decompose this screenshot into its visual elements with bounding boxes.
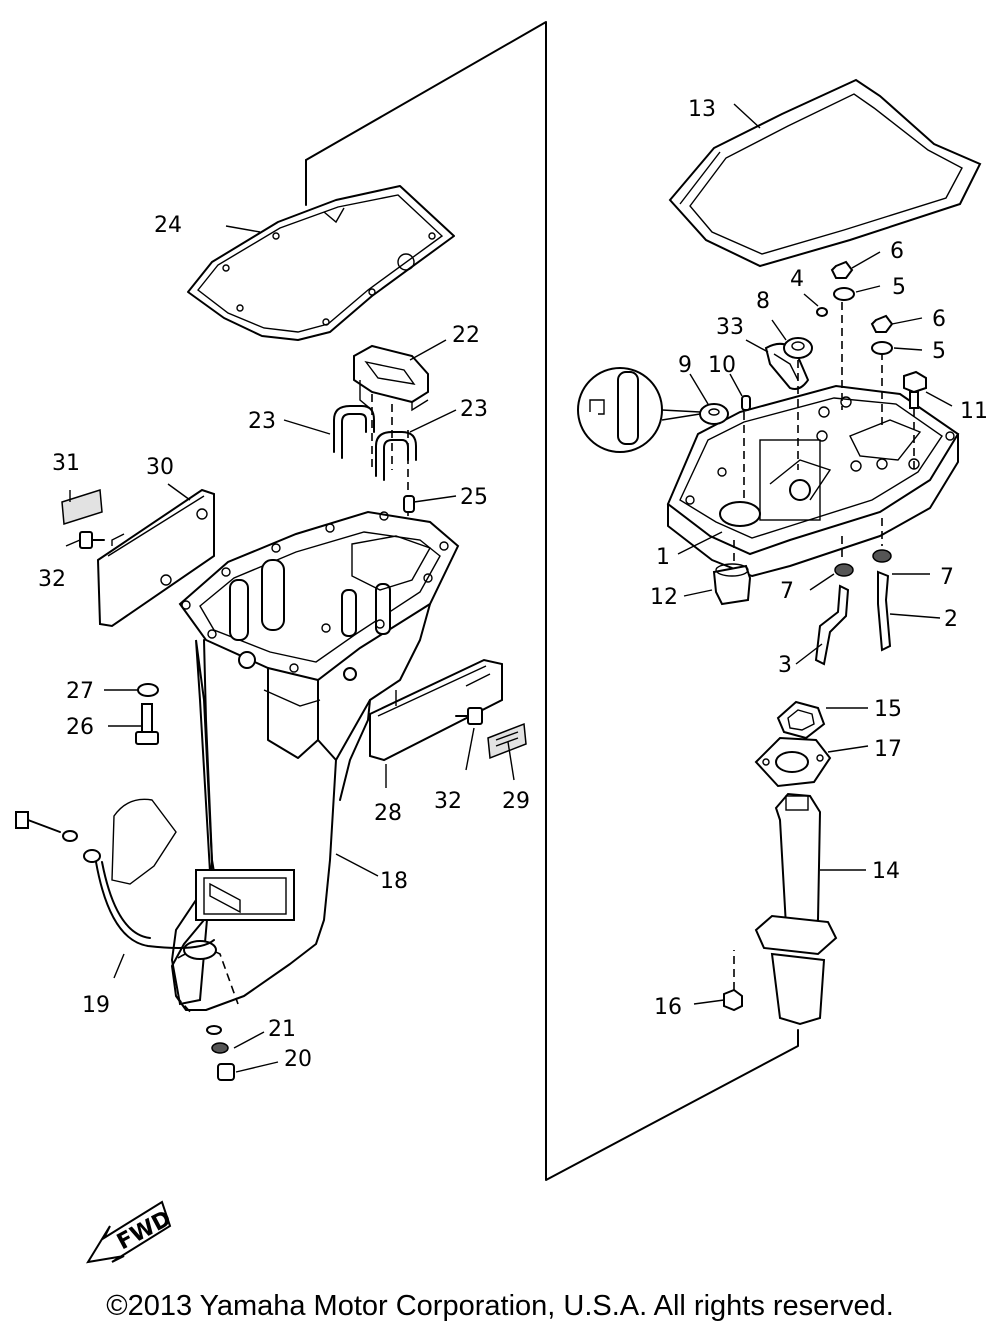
part-32-screw-right [455,707,483,725]
part-7-grommet-a [834,563,854,577]
part-17-gasket [754,736,832,788]
callout-32a: 32 [38,567,66,592]
part-5-washer-a [833,287,855,301]
part-32-screw-left [79,531,105,549]
callout-21: 21 [268,1017,296,1042]
callout-26: 26 [66,715,94,740]
callout-25: 25 [460,485,488,510]
callout-31: 31 [52,451,80,476]
callout-20: 20 [284,1047,312,1072]
callout-13: 13 [688,97,716,122]
fwd-arrow-icon: FWD [86,1200,176,1264]
part-7-grommet-b [872,549,892,563]
part-27-washer [137,683,159,697]
callout-4: 4 [790,267,804,292]
callout-33: 33 [716,315,744,340]
part-8-plug [783,337,813,359]
part-10-pin [741,395,751,411]
inset-detail [577,367,701,453]
callout-30: 30 [146,455,174,480]
callout-19: 19 [82,993,110,1018]
callout-23b: 23 [460,397,488,422]
callout-17: 17 [874,737,902,762]
callout-labels: 24 22 23 23 25 31 30 32 27 26 28 32 29 1… [38,97,988,1072]
part-26-bolt [135,703,159,745]
part-3-link [814,584,850,666]
callout-15: 15 [874,697,902,722]
part-11-bolt [903,370,927,409]
callout-28: 28 [374,801,402,826]
callout-23a: 23 [248,409,276,434]
part-28-cover [369,658,503,762]
part-31-decal [61,489,103,525]
part-23-clips [333,405,417,481]
callout-11: 11 [960,399,988,424]
callout-3: 3 [778,653,792,678]
part-18-upper-casing [170,510,460,1015]
part-4-ball [816,307,828,317]
part-1-bottom-cowling [666,384,960,577]
callout-14: 14 [872,859,900,884]
part-22-bracket [353,344,429,412]
callout-1: 1 [656,545,670,570]
part-30-cover [96,488,215,628]
part-2-link [877,570,892,652]
callout-8: 8 [756,289,770,314]
part-19-lead [15,798,215,949]
callout-12: 12 [650,585,678,610]
part-16-bolt [723,950,743,1012]
part-21-washer [206,1025,229,1054]
leader-lines [65,103,953,1073]
callout-7b: 7 [940,565,954,590]
callout-29: 29 [502,789,530,814]
callout-6a: 6 [890,239,904,264]
callout-9: 9 [678,353,692,378]
divider-line [305,21,799,1181]
part-12-grommet [712,563,752,606]
callout-2: 2 [944,607,958,632]
callout-6b: 6 [932,307,946,332]
callout-5b: 5 [932,339,946,364]
part-9-seal [699,403,729,425]
guide-right [733,302,915,564]
callout-7a: 7 [780,579,794,604]
callout-5a: 5 [892,275,906,300]
part-15-seal [776,700,826,740]
callout-18: 18 [380,869,408,894]
part-6-nut-a [830,260,854,279]
callout-10: 10 [708,353,736,378]
part-25-pin [403,495,415,513]
part-14-exhaust-guide [754,792,838,1026]
callout-32b: 32 [434,789,462,814]
part-6-nut-b [870,314,894,333]
part-5-washer-b [871,341,893,355]
part-24-gasket [187,185,455,341]
callout-16: 16 [654,995,682,1020]
part-13-seal [668,78,982,268]
part-29-decal [487,722,527,760]
callout-24: 24 [154,213,182,238]
callout-27: 27 [66,679,94,704]
part-20-bolt [217,1063,235,1081]
copyright-notice: ©2013 Yamaha Motor Corporation, U.S.A. A… [106,1290,894,1322]
callout-22: 22 [452,323,480,348]
